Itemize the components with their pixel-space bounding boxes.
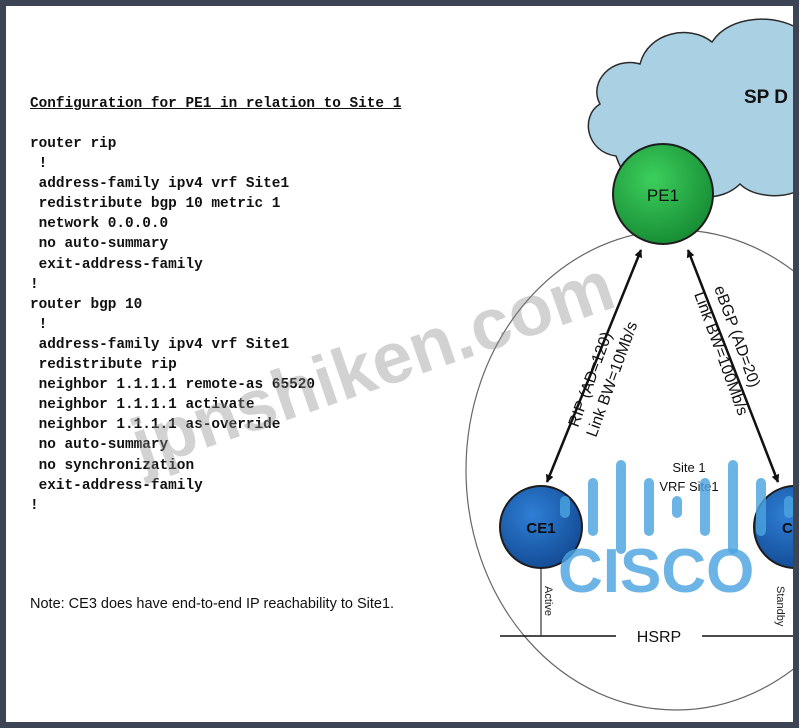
hsrp-label-bg: [616, 626, 702, 646]
config-line: address-family ipv4 vrf Site1: [30, 336, 290, 353]
rip-link-arrow: [545, 249, 643, 483]
config-line: neighbor 1.1.1.1 remote-as 65520: [30, 377, 315, 394]
pe1-router: [612, 143, 714, 245]
hsrp-label: HSRP: [637, 629, 681, 646]
config-line: router bgp 10: [30, 296, 143, 313]
config-line: !: [30, 497, 39, 514]
standby-label: Standby: [774, 586, 786, 627]
config-line: address-family ipv4 vrf Site1: [30, 176, 290, 193]
site-name: Site 1: [672, 460, 705, 475]
config-line: !: [30, 316, 48, 333]
config-block: Configuration for PE1 in relation to Sit…: [30, 94, 401, 516]
ce-right-label: CE: [782, 520, 793, 537]
site-watermark: jpnshiken.com: [119, 245, 624, 485]
config-line: redistribute rip: [30, 357, 177, 374]
config-line: exit-address-family: [30, 256, 203, 273]
config-line: neighbor 1.1.1.1 activate: [30, 397, 255, 414]
active-label: Active: [542, 586, 554, 616]
config-title: Configuration for PE1 in relation to Sit…: [30, 96, 402, 112]
network-diagram: SP D HSRP Active Standby RIP (AD=120) Li…: [119, 18, 793, 711]
config-line: neighbor 1.1.1.1 as-override: [30, 417, 281, 434]
config-line: exit-address-family: [30, 477, 203, 494]
config-line: no auto-summary: [30, 437, 169, 454]
config-line: no synchronization: [30, 457, 195, 474]
cloud-label: SP D: [744, 87, 788, 108]
config-lines: router rip ! address-family ipv4 vrf Sit…: [30, 134, 401, 516]
ebgp-link-arrow: [686, 249, 780, 483]
cisco-watermark: CISCO: [558, 537, 754, 606]
cisco-logo-bars-icon: [560, 460, 793, 554]
config-line: router rip: [30, 136, 117, 152]
note-text: Note: CE3 does have end-to-end IP reacha…: [30, 596, 395, 612]
config-line: !: [30, 156, 48, 173]
config-line: network 0.0.0.0: [30, 216, 169, 233]
ce1-label: CE1: [526, 520, 555, 537]
config-line: !: [30, 276, 39, 293]
config-line: no auto-summary: [30, 236, 169, 253]
pe1-label: PE1: [647, 186, 679, 205]
config-line: redistribute bgp 10 metric 1: [30, 196, 281, 213]
